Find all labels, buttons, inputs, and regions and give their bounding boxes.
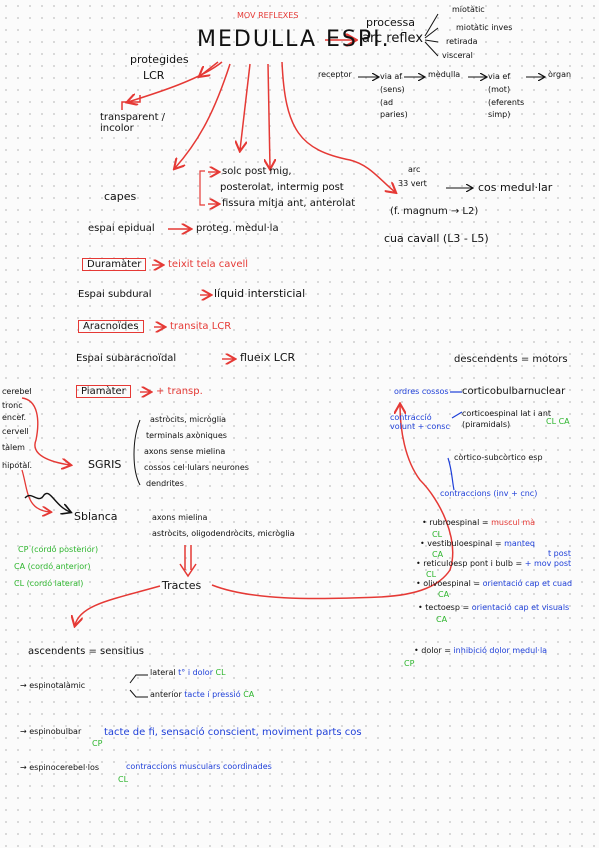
- medulla-label: mèdulla: [428, 70, 461, 79]
- espinocerebelos-cl: CL: [118, 775, 129, 784]
- tract-olivo: • olivoespinal = orientació cap et cuad: [416, 579, 573, 588]
- ascendents-label: ascendents = sensitius: [28, 646, 144, 657]
- reflex-visceral: visceral: [442, 51, 473, 60]
- tract-rubro: • rubroespinal = muscul mà: [422, 518, 536, 527]
- capes-label: capes: [104, 190, 137, 203]
- organ-label: òrgan: [548, 70, 572, 79]
- label-encef: encef.: [2, 413, 27, 422]
- cortico-subcortico: còrtico-subcòrtico esp: [454, 453, 543, 462]
- protegides-label: protegides: [130, 53, 189, 66]
- piamater-box: Piamàter: [76, 385, 131, 398]
- via-eferent: via ef (mot) (eferents simp): [488, 72, 525, 120]
- espinocerebelos-desc: contraccions musculars coordinades: [126, 762, 272, 771]
- cordo-cl: CL (cordó lateral): [14, 579, 84, 588]
- cua-cavall: cua cavall (L3 - L5): [384, 232, 489, 245]
- vert-label: 33 vert: [398, 179, 427, 188]
- f-magnum: (f. magnum → L2): [390, 206, 479, 217]
- liquid-intersticial: líquid intersticial: [214, 287, 306, 300]
- arc-reflex-label: arc reflex: [362, 31, 424, 46]
- flueix-lcr: flueix LCR: [240, 351, 296, 364]
- piamater-desc: + transp.: [156, 386, 203, 397]
- espinobulbar: → espinobulbar: [20, 727, 82, 736]
- sblanca-item-1: astròcits, oligodendròcits, micròglia: [152, 529, 295, 538]
- reflex-miotatic-inves: miotàtic inves: [456, 23, 513, 32]
- processa-label: processa: [366, 16, 416, 29]
- espinocerebelos: → espinocerebel·los: [20, 763, 100, 772]
- via-aferent: via af (sens) (ad paries): [380, 72, 408, 120]
- espinotalamic: → espinotalàmic: [20, 681, 86, 690]
- tractes-label: Tractes: [162, 579, 202, 592]
- corticobulbar: corticobulbarnuclear: [462, 386, 566, 397]
- tract-reticulo-cl: CL: [426, 570, 437, 579]
- tract-tecto-ca: CA: [436, 615, 448, 624]
- espinobulbar-cp: CP: [92, 739, 103, 748]
- tract-vestibulo: • vestibuloespinal = manteq: [420, 539, 536, 548]
- transparent-incolor: transparent / incolor: [100, 112, 166, 134]
- label-hipotal: hipotàl.: [2, 461, 33, 470]
- duramater-box: Duramàter: [82, 258, 147, 271]
- espinotalamic-lateral: lateral t° i dolor CL: [150, 668, 226, 677]
- corticospinal-cl-ca: CL CA: [546, 417, 570, 426]
- espinotalamic-anterior: anterior tacte i pressió CA: [150, 690, 255, 699]
- sgris-item-3: cossos cel·lulars neurones: [144, 463, 249, 472]
- espai-epidural: espai epidual: [88, 223, 155, 234]
- reflex-retirada: retirada: [446, 37, 478, 46]
- fissura: fissura mitja ant, anterolat: [222, 198, 356, 209]
- sgris-label: SGRIS: [88, 458, 122, 471]
- solc-post: solc post mig,: [222, 166, 292, 177]
- espinobulbar-desc: tacte de fi, sensació conscient, movimen…: [104, 727, 362, 738]
- aracnoides-desc: transita LCR: [170, 321, 232, 332]
- sgris-item-1: terminals axòniques: [146, 431, 227, 440]
- tract-dolor-cp: CP: [404, 659, 415, 668]
- contraccio-volunt: contracció volunt + consc: [390, 413, 450, 431]
- receptor-label: receptor: [318, 70, 352, 79]
- label-talem: tàlem: [2, 443, 25, 452]
- page-title: MEDULLA ESPI.: [197, 27, 391, 52]
- contraccions-inv: contraccions (inv + cnc): [440, 489, 538, 498]
- sgris-item-4: dendrites: [146, 479, 184, 488]
- sgris-item-2: axons sense mielina: [144, 447, 226, 456]
- cordo-ca: CA (cordó anterior): [14, 562, 91, 571]
- sblanca-label: Sblanca: [74, 510, 118, 523]
- mov-reflexes-label: MOV REFLEXES: [237, 11, 299, 20]
- tract-dolor: • dolor = inhibició dolor medul·la: [414, 646, 548, 655]
- tract-tpost: t post: [548, 549, 571, 558]
- protegides-lcr: LCR: [143, 69, 165, 82]
- descendents-label: descendents = motors: [454, 354, 568, 365]
- proteg-medulla: proteg. mèdul·la: [196, 223, 279, 234]
- duramater-desc: teixit tela cavell: [168, 259, 249, 270]
- cordo-cp: CP (cordó posterior): [18, 545, 99, 554]
- espai-subdural: Espai subdural: [78, 289, 152, 300]
- corticospinal: corticoespinal lat i ant (piramidals): [462, 409, 552, 430]
- tract-vestibulo-ca: CA: [432, 550, 444, 559]
- sblanca-item-0: axons mielina: [152, 513, 208, 522]
- reflex-miotatic: miotàtic: [452, 5, 485, 14]
- tract-tecto: • tectoesp = orientació cap et visuals: [418, 603, 570, 612]
- sgris-item-0: astròcits, micròglia: [150, 415, 227, 424]
- espai-subaracnoidal: Espai subaracnoïdal: [76, 353, 177, 364]
- label-cervell: cervell: [2, 427, 29, 436]
- tract-reticulo: • reticuloesp pont i bulb = + mov post: [416, 559, 572, 568]
- cos-medular: cos medul·lar: [478, 181, 553, 194]
- aracnoides-box: Aracnoïdes: [78, 320, 144, 333]
- tract-rubro-cl: CL: [432, 530, 443, 539]
- posterolat: posterolat, intermig post: [220, 182, 344, 193]
- arc-label: arc: [408, 165, 421, 174]
- tract-olivo-ca: CA: [438, 590, 450, 599]
- ordres-cossos: ordres cossos: [394, 387, 449, 396]
- label-cerebel: cerebel: [2, 387, 32, 396]
- label-tronc: tronc: [2, 401, 23, 410]
